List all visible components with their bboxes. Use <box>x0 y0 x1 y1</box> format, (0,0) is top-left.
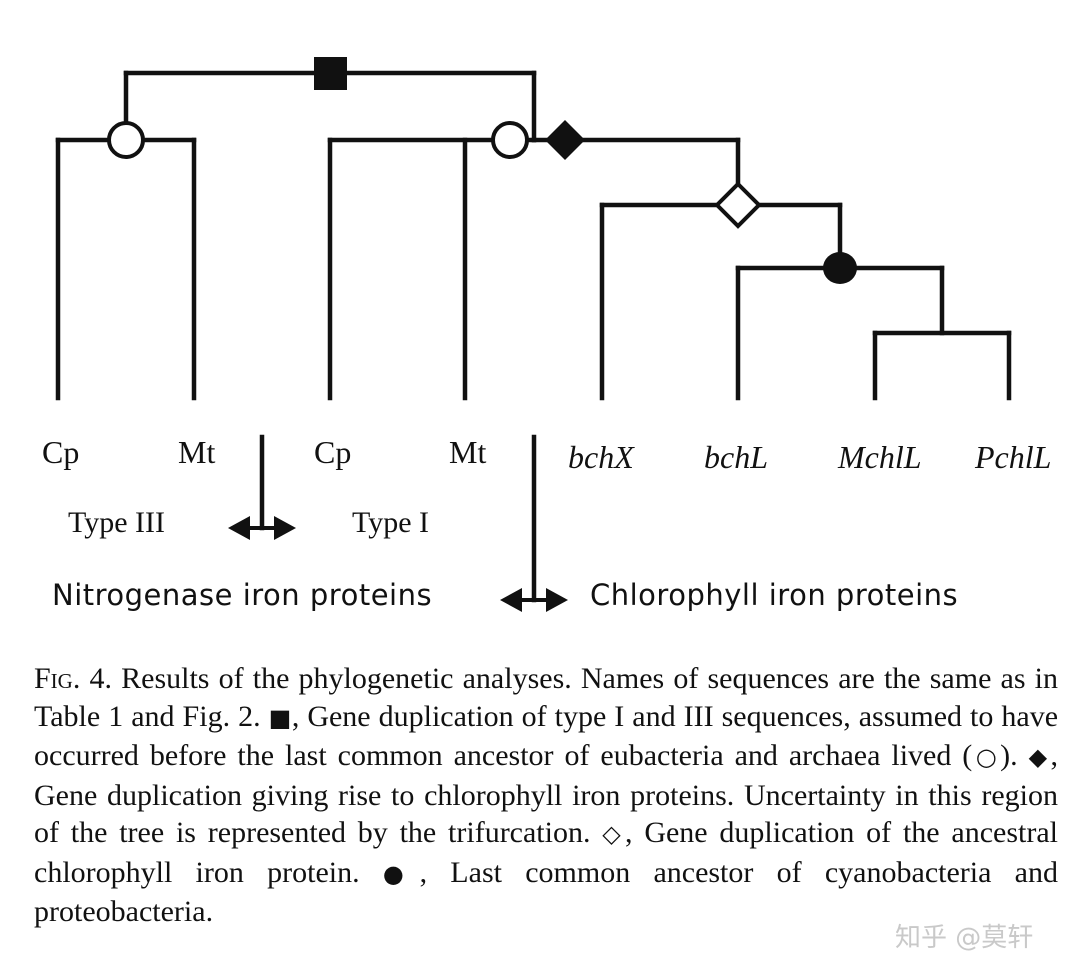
watermark: 知乎 @莫轩 <box>895 923 1034 953</box>
filled-diamond-symbol-icon: ◆ <box>1028 743 1051 771</box>
open-diamond-icon <box>714 181 762 229</box>
leaf-pchll: PchlL <box>974 439 1051 475</box>
open-diamond-symbol-icon: ◇ <box>602 820 626 848</box>
nitrogenase-group-label: Nitrogenase iron proteins <box>52 578 432 612</box>
circle-symbol-icon: ○ <box>972 743 1001 771</box>
arrow-left-icon <box>228 516 250 540</box>
ancestor-circle-icon <box>107 121 145 159</box>
filled-diamond-icon <box>545 120 585 160</box>
type-iii-label: Type III <box>68 506 165 539</box>
ancestor-circle-icon <box>491 121 529 159</box>
duplication-square-icon <box>314 57 347 90</box>
filled-dot-icon <box>823 252 857 284</box>
dot-symbol-icon: ● <box>382 859 420 888</box>
leaf-mchll: MchlL <box>837 439 922 475</box>
caption-text-3: ). <box>1000 739 1018 772</box>
chlorophyll-group-label: Chlorophyll iron proteins <box>590 578 958 612</box>
arrow-right-icon <box>546 588 568 612</box>
caption-text-5: , Gene duplication of the ancestral chlo… <box>34 816 1058 889</box>
type-i-label: Type I <box>352 506 429 539</box>
figure-caption: Fig. 4. Results of the phylogenetic anal… <box>34 660 1058 931</box>
arrow-right-icon <box>274 516 296 540</box>
caption-text-6: , Last common ancestor of cyanobacteria … <box>34 855 1058 929</box>
square-symbol-icon: ■ <box>268 703 292 732</box>
leaf-cp-type1: Cp <box>314 434 351 470</box>
arrow-left-icon <box>500 588 522 612</box>
leaf-bchl: bchL <box>704 439 768 475</box>
leaf-mt-type1: Mt <box>449 434 486 470</box>
leaf-cp-type3: Cp <box>42 434 79 470</box>
caption-text-4: , Gene duplication giving rise to chloro… <box>34 739 1058 849</box>
caption-text-2: , Gene duplication of type I and III seq… <box>34 699 1059 773</box>
caption-text-1: Results of the phylogenetic analyses. Na… <box>34 662 1058 733</box>
leaf-mt-type3: Mt <box>178 434 215 470</box>
figure-number: Fig. 4. <box>34 662 112 695</box>
tree-branches <box>55 70 1012 603</box>
leaf-bchx: bchX <box>568 439 635 475</box>
